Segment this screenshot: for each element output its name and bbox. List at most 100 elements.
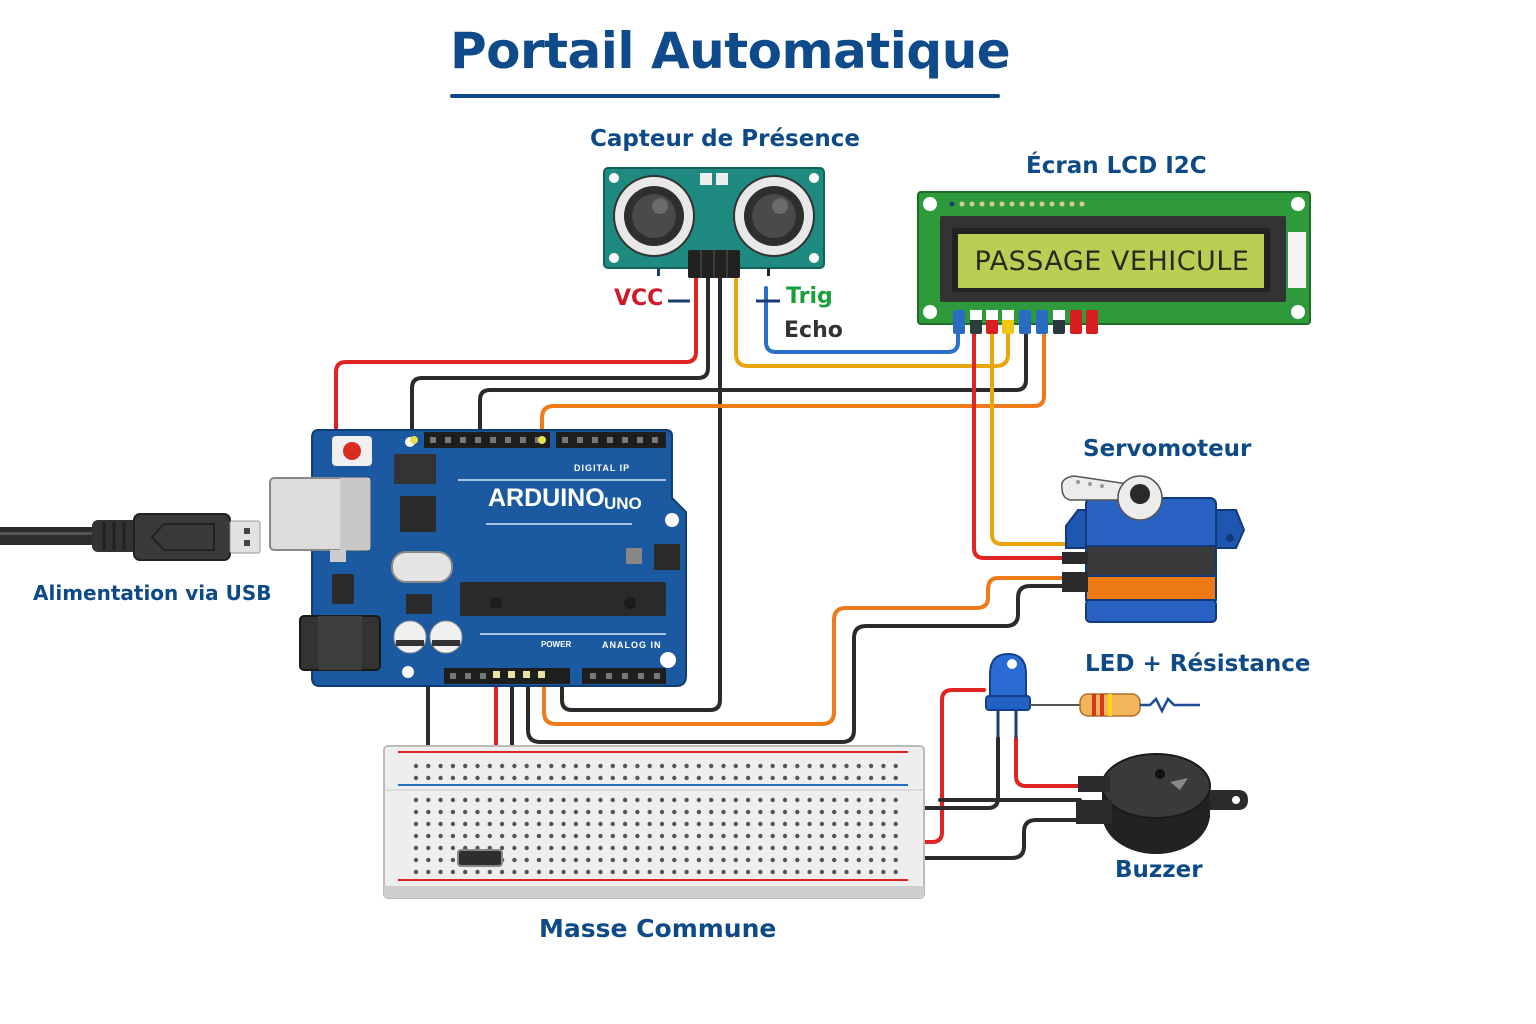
breadboard-hole xyxy=(622,775,628,781)
breadboard-hole xyxy=(659,821,665,827)
breadboard-hole xyxy=(426,775,431,781)
usb-label: Alimentation via USB xyxy=(33,581,272,605)
wire-buzzer-gnd xyxy=(506,818,1082,860)
title-underline xyxy=(450,94,1000,98)
breadboard-hole xyxy=(610,833,615,839)
breadboard-hole xyxy=(450,775,456,781)
breadboard-hole xyxy=(832,869,837,875)
breadboard-hole xyxy=(426,857,431,863)
breadboard-hole xyxy=(598,809,603,815)
breadboard-hole xyxy=(844,797,849,803)
breadboard-hole xyxy=(561,809,566,815)
breadboard-hole xyxy=(622,797,628,803)
breadboard-hole xyxy=(881,833,886,839)
breadboard-hole xyxy=(782,809,788,815)
breadboard xyxy=(383,745,925,899)
breadboard-hole xyxy=(672,797,677,803)
breadboard-hole xyxy=(438,809,443,815)
breadboard-hole xyxy=(561,797,566,803)
breadboard-hole xyxy=(487,821,492,827)
breadboard-hole xyxy=(819,775,825,781)
page-title: Portail Automatique xyxy=(450,22,1011,80)
ultrasonic-sensor xyxy=(603,167,825,303)
breadboard-hole xyxy=(856,775,861,781)
breadboard-hole xyxy=(463,821,468,827)
breadboard-holes xyxy=(413,763,898,875)
breadboard-hole xyxy=(856,821,861,827)
breadboard-hole xyxy=(782,763,788,769)
breadboard-hole xyxy=(684,845,689,851)
breadboard-hole xyxy=(426,763,431,769)
breadboard-hole xyxy=(758,833,763,839)
breadboard-hole xyxy=(721,797,726,803)
breadboard-hole xyxy=(524,869,529,875)
breadboard-hole xyxy=(463,869,468,875)
breadboard-hole xyxy=(499,797,505,803)
breadboard-hole xyxy=(647,869,652,875)
breadboard-hole xyxy=(868,869,874,875)
breadboard-hole xyxy=(426,833,431,839)
breadboard-hole xyxy=(696,775,702,781)
breadboard-hole xyxy=(659,797,665,803)
breadboard-hole xyxy=(549,797,554,803)
breadboard-hole xyxy=(635,763,640,769)
breadboard-hole xyxy=(832,845,837,851)
breadboard-hole xyxy=(426,797,431,803)
breadboard-hole xyxy=(844,809,849,815)
breadboard-hole xyxy=(536,845,542,851)
breadboard-hole xyxy=(881,821,886,827)
breadboard-hole xyxy=(795,833,800,839)
breadboard-hole xyxy=(524,809,529,815)
breadboard-hole xyxy=(647,809,652,815)
breadboard-hole xyxy=(881,775,886,781)
breadboard-hole xyxy=(696,869,702,875)
breadboard-hole xyxy=(795,821,800,827)
wire-servo-orange xyxy=(542,576,1068,726)
wire-buzzer-red xyxy=(1014,736,1084,788)
breadboard-hole xyxy=(844,775,849,781)
breadboard-hole xyxy=(844,833,849,839)
servo-label: Servomoteur xyxy=(1083,436,1252,462)
breadboard-hole xyxy=(586,845,591,851)
breadboard-hole xyxy=(807,857,812,863)
breadboard-hole xyxy=(561,821,566,827)
wire-echo-blue xyxy=(764,286,960,354)
breadboard-hole xyxy=(463,797,468,803)
breadboard-hole xyxy=(635,845,640,851)
breadboard-hole xyxy=(413,821,419,827)
breadboard-hole xyxy=(770,869,775,875)
breadboard-hole xyxy=(536,797,542,803)
breadboard-hole xyxy=(622,809,628,815)
breadboard-hole xyxy=(549,763,554,769)
breadboard-hole xyxy=(782,821,788,827)
breadboard-hole xyxy=(622,833,628,839)
lcd-label: Écran LCD I2C xyxy=(1026,153,1207,179)
breadboard-hole xyxy=(856,809,861,815)
breadboard-hole xyxy=(413,845,419,851)
breadboard-hole xyxy=(586,809,591,815)
breadboard-hole xyxy=(893,821,898,827)
breadboard-hole xyxy=(733,845,738,851)
breadboard-hole xyxy=(438,797,443,803)
breadboard-hole xyxy=(647,845,652,851)
breadboard-hole xyxy=(868,809,874,815)
breadboard-hole xyxy=(659,809,665,815)
breadboard-hole xyxy=(672,775,677,781)
breadboard-hole xyxy=(770,797,775,803)
breadboard-hole xyxy=(586,763,591,769)
breadboard-hole xyxy=(635,775,640,781)
breadboard-hole xyxy=(598,869,603,875)
breadboard-hole xyxy=(684,833,689,839)
breadboard-hole xyxy=(549,775,554,781)
breadboard-hole xyxy=(635,797,640,803)
breadboard-hole xyxy=(610,869,615,875)
breadboard-hole xyxy=(696,833,702,839)
breadboard-hole xyxy=(659,775,665,781)
breadboard-hole xyxy=(807,845,812,851)
breadboard-hole xyxy=(475,797,480,803)
breadboard-hole xyxy=(745,857,751,863)
breadboard-hole xyxy=(782,845,788,851)
breadboard-hole xyxy=(733,821,738,827)
breadboard-hole xyxy=(881,857,886,863)
breadboard-hole xyxy=(684,775,689,781)
